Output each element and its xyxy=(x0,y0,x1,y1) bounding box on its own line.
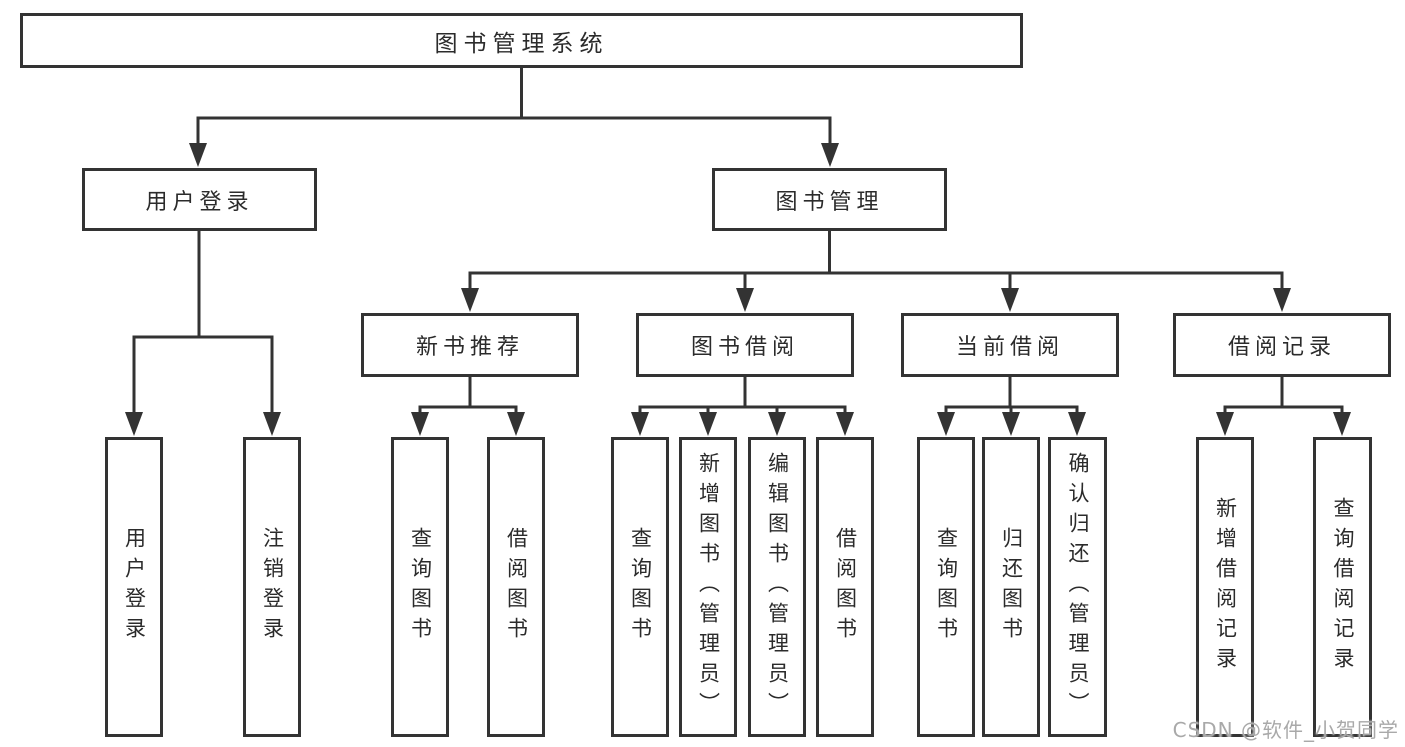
node-label: 新增借阅记录 xyxy=(1213,497,1238,677)
node-book-borrow: 图书借阅 xyxy=(636,313,854,377)
leaf-user-login: 用户登录 xyxy=(105,437,163,737)
node-label: 借阅图书 xyxy=(504,527,529,647)
node-label: 图书管理系统 xyxy=(434,30,609,57)
node-label: 借阅图书 xyxy=(833,527,858,647)
leaf-query-books-recommend: 查询图书 xyxy=(391,437,449,737)
watermark-text: CSDN @软件_小贺同学 xyxy=(1172,718,1399,742)
node-label: 确认归还（管理员） xyxy=(1066,452,1091,722)
node-borrow-records: 借阅记录 xyxy=(1173,313,1391,377)
edge-current-borrow-to-leaves xyxy=(937,375,1086,436)
edge-book-borrow-to-leaves xyxy=(631,375,854,436)
node-label: 查询图书 xyxy=(934,527,959,647)
leaf-add-book-admin: 新增图书（管理员） xyxy=(679,437,737,737)
node-label: 新增图书（管理员） xyxy=(696,452,721,722)
leaf-query-books-current: 查询图书 xyxy=(917,437,975,737)
node-current-borrow: 当前借阅 xyxy=(901,313,1119,377)
leaf-edit-book-admin: 编辑图书（管理员） xyxy=(748,437,806,737)
node-new-book-recommend: 新书推荐 xyxy=(361,313,579,377)
edge-user-login-to-leaves xyxy=(125,229,281,436)
node-system-root: 图书管理系统 xyxy=(20,13,1023,68)
edge-new-book-recommend-to-leaves xyxy=(411,375,525,436)
leaf-confirm-return-admin: 确认归还（管理员） xyxy=(1048,437,1107,737)
node-label: 新书推荐 xyxy=(415,335,524,360)
leaf-borrow-books: 借阅图书 xyxy=(816,437,874,737)
node-label: 当前借阅 xyxy=(955,335,1064,360)
leaf-logout: 注销登录 xyxy=(243,437,301,737)
leaf-query-books-borrow: 查询图书 xyxy=(611,437,669,737)
node-label: 用户登录 xyxy=(145,189,254,215)
edge-book-management-to-level3 xyxy=(461,229,1291,312)
node-label: 归还图书 xyxy=(999,527,1024,647)
node-label: 查询借阅记录 xyxy=(1331,497,1356,677)
edge-root-to-level2 xyxy=(189,66,839,167)
node-label: 查询图书 xyxy=(628,527,653,647)
node-label: 图书管理 xyxy=(775,189,884,215)
node-book-management: 图书管理 xyxy=(712,168,947,231)
edge-borrow-records-to-leaves xyxy=(1216,375,1351,436)
leaf-borrow-books-recommend: 借阅图书 xyxy=(487,437,545,737)
node-label: 注销登录 xyxy=(260,527,285,647)
leaf-return-book: 归还图书 xyxy=(982,437,1040,737)
leaf-add-borrow-record: 新增借阅记录 xyxy=(1196,437,1254,737)
node-label: 图书借阅 xyxy=(690,335,799,360)
node-label: 借阅记录 xyxy=(1227,335,1336,360)
node-label: 编辑图书（管理员） xyxy=(765,452,790,722)
node-user-login: 用户登录 xyxy=(82,168,317,231)
node-label: 用户登录 xyxy=(122,527,147,647)
node-label: 查询图书 xyxy=(408,527,433,647)
leaf-query-borrow-record: 查询借阅记录 xyxy=(1313,437,1372,737)
